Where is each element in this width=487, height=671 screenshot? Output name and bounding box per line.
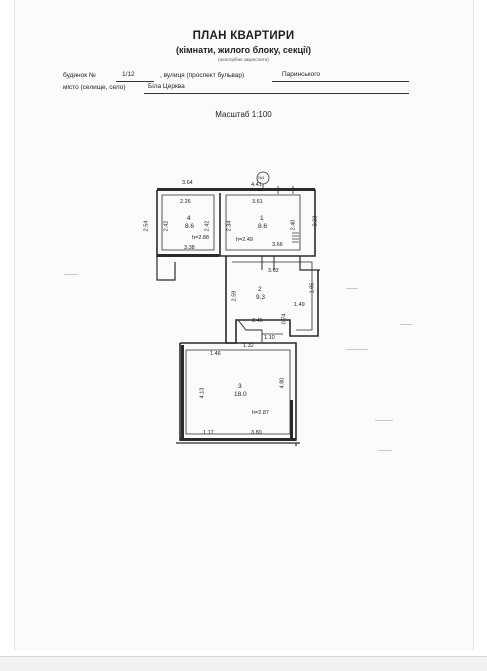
room1-number: 1 xyxy=(260,215,264,222)
dim-room3-bottom-left: 1.17 xyxy=(203,430,214,436)
dim-corridor-left: 2.59 xyxy=(231,290,238,302)
dim-room3-bottom-right: 3.80 xyxy=(251,430,262,436)
dim-left-outer: 2.54 xyxy=(143,220,150,232)
room1-area: 8.6 xyxy=(258,223,268,230)
dim-stair-side: 0.74 xyxy=(281,313,288,325)
house-label: будинок № xyxy=(63,72,96,79)
dim-room3-top: 1.46 xyxy=(210,351,221,357)
city-value: Біла Церква xyxy=(148,83,185,90)
room-marker-label: №1 xyxy=(258,175,265,180)
dim-room1-right: 2.40 xyxy=(290,219,297,231)
room4-height: h=2.88 xyxy=(192,235,209,241)
room2-area: 9.3 xyxy=(256,294,266,301)
scale-label: Масштаб 1:100 xyxy=(215,110,272,119)
dim-stair-small: 1.10 xyxy=(264,335,275,341)
dim-corridor-inner: 1.49 xyxy=(294,302,305,308)
dim-room4-left: 2.42 xyxy=(163,220,170,232)
next-page-edge xyxy=(0,656,487,671)
dim-stair-top: 2.46 xyxy=(252,318,263,324)
dim-room3-left: 4.13 xyxy=(199,387,206,399)
dim-room4-top: 2.26 xyxy=(180,199,191,205)
street-label: , вулиця (проспект бульвар) xyxy=(160,72,245,79)
room3-area: 18.0 xyxy=(234,391,247,398)
document-sheet xyxy=(14,0,474,650)
room4-area: 8.6 xyxy=(185,223,195,230)
street-underline xyxy=(272,81,409,82)
dim-top-right: 4.41 xyxy=(251,182,262,188)
dim-room4-right: 2.42 xyxy=(204,220,211,232)
room1-height: h=2.49 xyxy=(236,237,253,243)
dim-room1-bottom: 3.66 xyxy=(272,242,283,248)
house-value: 1/12 xyxy=(122,71,135,78)
strike-note: (непотрібне закреслити) xyxy=(218,57,269,62)
dim-room3-right: 4.80 xyxy=(279,377,286,389)
city-label: місто (селище, село) xyxy=(63,84,126,91)
page-title: ПЛАН КВАРТИРИ xyxy=(192,30,295,42)
room4-number: 4 xyxy=(187,215,191,222)
room2-number: 2 xyxy=(258,286,262,293)
house-underline xyxy=(116,81,154,82)
room3-number: 3 xyxy=(238,383,242,390)
dim-corridor-right: 1.95 xyxy=(309,282,316,294)
city-underline xyxy=(144,93,409,94)
dim-corridor-top: 3.02 xyxy=(268,268,279,274)
street-value: Паринського xyxy=(282,71,321,78)
dim-room4-bottom: 3.38 xyxy=(184,245,195,251)
page-subtitle: (кімнати, жилого блоку, секції) xyxy=(175,45,312,55)
dim-room1-top: 3.61 xyxy=(252,199,263,205)
dim-top-left: 3.64 xyxy=(182,180,193,186)
room3-height: h=2.87 xyxy=(252,410,269,416)
dim-room1-left: 2.34 xyxy=(226,220,233,232)
dim-right-outer: 2.23 xyxy=(312,215,319,227)
dim-stair-bottom: 1.32 xyxy=(243,343,254,349)
